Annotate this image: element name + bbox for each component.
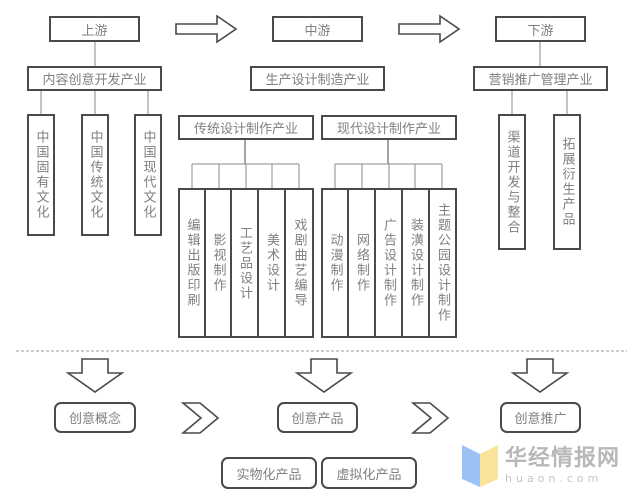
traditional-item: 影视制作	[204, 188, 232, 338]
modern-item: 网络制作	[347, 188, 376, 338]
traditional-item-label: 影视制作	[210, 233, 226, 293]
stage-downstream-label: 下游	[527, 23, 554, 39]
upstream-item-label: 中国固有文化	[33, 130, 49, 220]
traditional-item-label: 戏剧曲艺编导	[291, 218, 307, 308]
arrow-right-icon	[175, 14, 238, 44]
upstream-item-label: 中国现代文化	[140, 130, 156, 220]
stage-midstream: 中游	[272, 16, 363, 42]
arrow-down-icon	[510, 358, 570, 393]
upstream-item: 中国现代文化	[134, 114, 162, 236]
stage-upstream-label: 上游	[81, 23, 108, 39]
modern-item: 主题公园设计制作	[428, 188, 457, 338]
downstream-item-label: 渠道开发与整合	[504, 129, 520, 235]
chevron-right-icon	[410, 402, 450, 434]
industry-upstream-label: 内容创意开发产业	[42, 73, 147, 88]
stage-upstream: 上游	[49, 16, 140, 42]
traditional-item: 戏剧曲艺编导	[284, 188, 314, 338]
industry-downstream-label: 营销推广管理产业	[488, 73, 593, 88]
watermark-domain: huaon.com	[505, 472, 603, 485]
traditional-item: 编辑出版印刷	[178, 188, 206, 338]
product-type: 实物化产品	[221, 457, 317, 489]
arrow-down-icon	[65, 358, 125, 393]
downstream-item-label: 拓展衍生产品	[559, 137, 575, 227]
flow-step: 创意推广	[500, 402, 581, 433]
product-type: 虚拟化产品	[321, 457, 417, 489]
modern-item-label: 主题公园设计制作	[435, 203, 450, 323]
upstream-item: 中国传统文化	[81, 114, 109, 236]
flow-step: 创意概念	[54, 402, 136, 433]
group-traditional: 传统设计制作产业	[178, 115, 314, 140]
industry-upstream: 内容创意开发产业	[27, 66, 162, 91]
flow-step-label: 创意推广	[514, 412, 567, 427]
stage-midstream-label: 中游	[304, 23, 331, 39]
product-type-label: 虚拟化产品	[336, 467, 402, 483]
flow-step: 创意产品	[277, 402, 358, 433]
arrow-right-icon	[398, 14, 461, 44]
modern-item-label: 装潢设计制作	[408, 218, 423, 308]
modern-item-label: 广告设计制作	[381, 218, 396, 308]
arrow-down-icon	[294, 358, 354, 393]
modern-item-label: 网络制作	[354, 233, 369, 293]
watermark-logo-icon	[462, 445, 498, 487]
chevron-right-icon	[180, 402, 220, 434]
traditional-item: 美术设计	[257, 188, 286, 338]
upstream-item-label: 中国传统文化	[87, 130, 103, 220]
modern-item: 动漫制作	[321, 188, 349, 338]
traditional-item: 工艺品设计	[230, 188, 259, 338]
industry-midstream: 生产设计制造产业	[250, 66, 385, 91]
industry-midstream-label: 生产设计制造产业	[265, 73, 370, 88]
watermark-name: 华经情报网	[505, 446, 621, 471]
traditional-item-label: 编辑出版印刷	[184, 218, 200, 308]
product-type-label: 实物化产品	[236, 467, 302, 483]
downstream-item: 拓展衍生产品	[553, 114, 581, 250]
stage-downstream: 下游	[495, 16, 586, 42]
modern-item-label: 动漫制作	[327, 233, 343, 293]
modern-item: 装潢设计制作	[401, 188, 430, 338]
industry-downstream: 营销推广管理产业	[473, 66, 608, 91]
flow-step-label: 创意概念	[68, 412, 121, 427]
group-traditional-label: 传统设计制作产业	[193, 122, 298, 137]
group-modern-label: 现代设计制作产业	[336, 122, 441, 137]
watermark: 华经情报网 huaon.com	[505, 440, 635, 496]
group-modern: 现代设计制作产业	[321, 115, 457, 140]
modern-item: 广告设计制作	[374, 188, 403, 338]
downstream-item: 渠道开发与整合	[498, 114, 526, 250]
traditional-item-label: 工艺品设计	[237, 225, 252, 301]
traditional-item-label: 美术设计	[264, 233, 279, 293]
upstream-item: 中国固有文化	[27, 114, 55, 236]
flow-step-label: 创意产品	[291, 412, 344, 427]
